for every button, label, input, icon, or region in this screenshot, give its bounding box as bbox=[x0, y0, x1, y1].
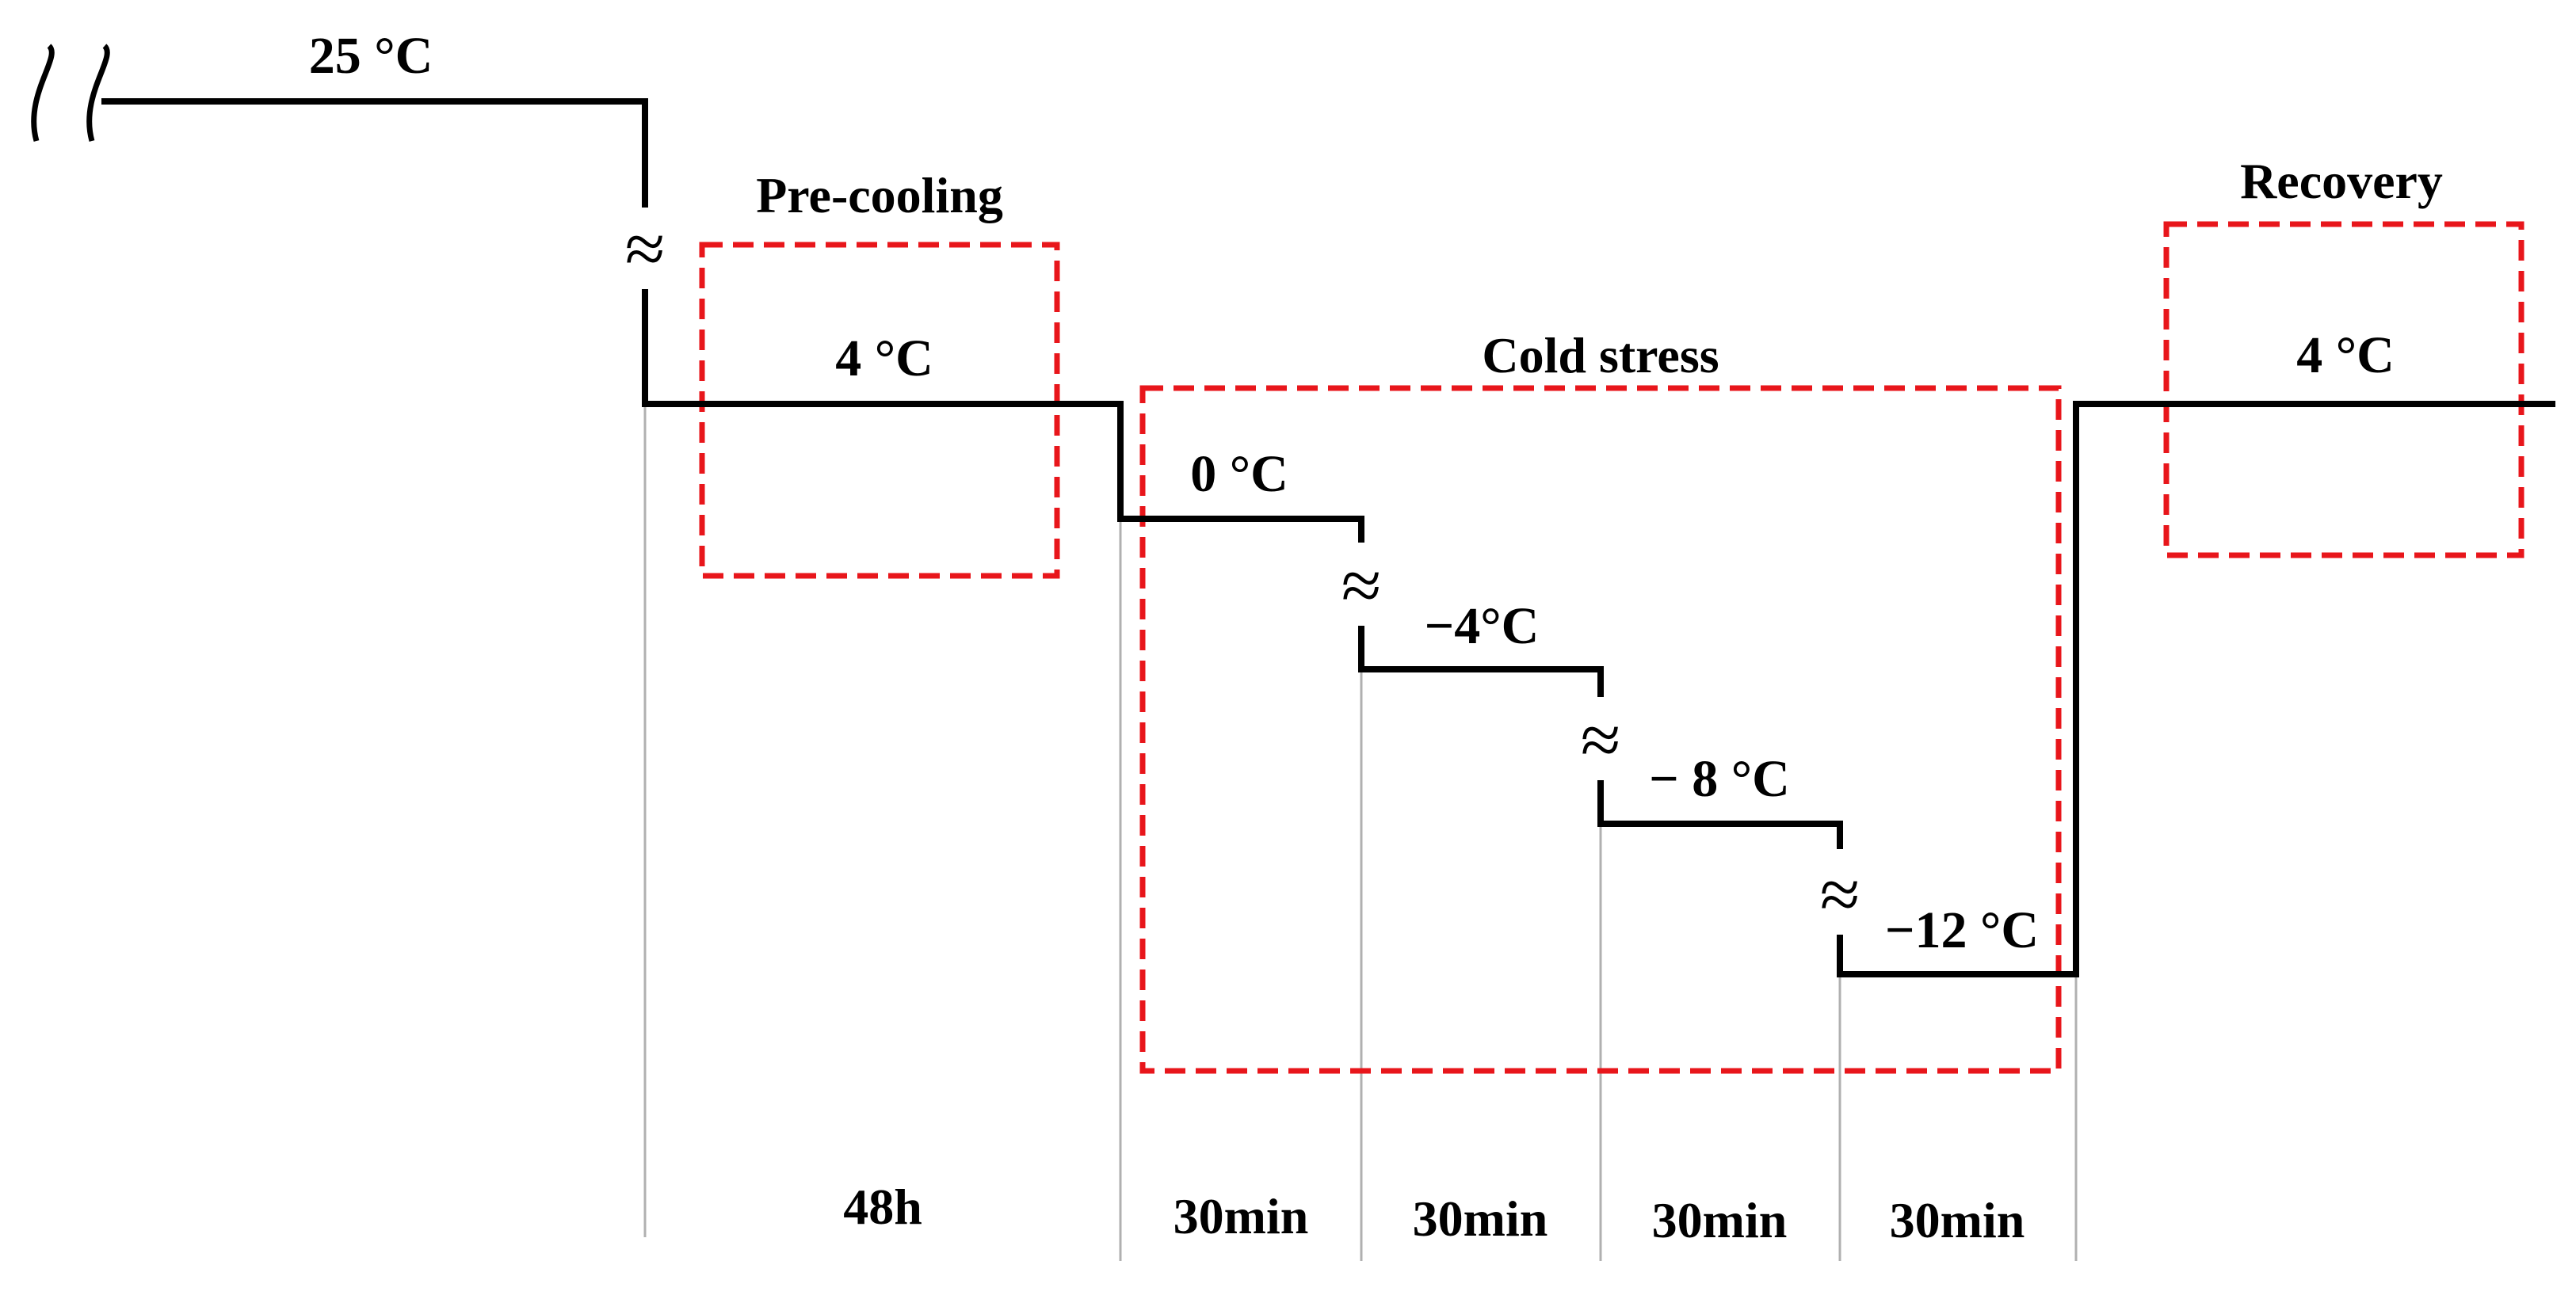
profile-segment-minus4 bbox=[1358, 626, 1604, 697]
profile-segment-ambient bbox=[101, 98, 648, 208]
temp-label-ambient: 25 °C bbox=[309, 27, 433, 85]
duration-labels: 48h 30min 30min 30min 30min bbox=[843, 1179, 2025, 1248]
break-mark-icon: ≈ bbox=[1581, 699, 1621, 780]
phase-boxes bbox=[699, 221, 2524, 1074]
profile-segment-minus12-recovery bbox=[1837, 401, 2555, 977]
temp-label-minus12c: −12 °C bbox=[1885, 901, 2039, 959]
duration-label: 30min bbox=[1413, 1190, 1548, 1247]
precooling-box bbox=[699, 242, 1060, 579]
phase-label-recovery: Recovery bbox=[2240, 153, 2443, 209]
break-mark-icon: ≈ bbox=[625, 208, 666, 289]
phase-label-precooling: Pre-cooling bbox=[756, 167, 1003, 223]
phase-labels: Pre-cooling Cold stress Recovery bbox=[756, 153, 2443, 383]
phase-label-cold-stress: Cold stress bbox=[1482, 327, 1719, 383]
temperature-profile-line bbox=[101, 98, 2555, 977]
axis-break-icon bbox=[31, 44, 110, 142]
recovery-box bbox=[2163, 221, 2524, 558]
duration-label: 30min bbox=[1890, 1192, 2025, 1248]
cold-stress-box bbox=[1139, 385, 2062, 1074]
temp-label-minus8c: − 8 °C bbox=[1649, 750, 1790, 808]
temp-label-precool: 4 °C bbox=[835, 330, 933, 387]
break-mark-icon: ≈ bbox=[1820, 854, 1860, 935]
break-marks: ≈ ≈ ≈ ≈ bbox=[625, 208, 1860, 935]
duration-label: 48h bbox=[843, 1179, 922, 1235]
profile-segment-precool bbox=[642, 289, 1364, 543]
temp-label-minus4c: −4°C bbox=[1425, 597, 1540, 655]
temperature-labels: 25 °C 4 °C 0 °C −4°C − 8 °C −12 °C 4 °C bbox=[309, 27, 2395, 959]
duration-label: 30min bbox=[1174, 1188, 1309, 1244]
temp-label-0c: 0 °C bbox=[1190, 445, 1288, 503]
duration-label: 30min bbox=[1652, 1192, 1788, 1248]
temp-label-recovery: 4 °C bbox=[2296, 326, 2395, 384]
profile-segment-minus8 bbox=[1597, 780, 1843, 849]
break-mark-icon: ≈ bbox=[1341, 545, 1382, 626]
